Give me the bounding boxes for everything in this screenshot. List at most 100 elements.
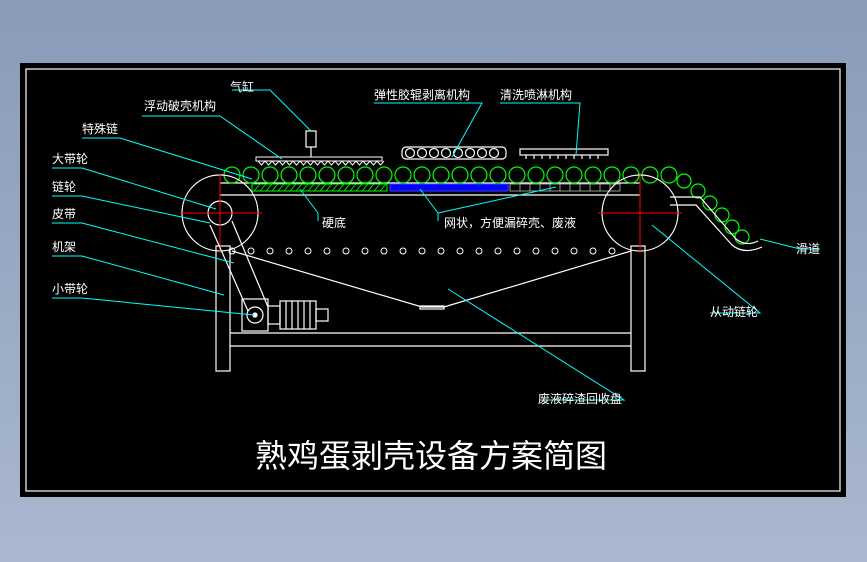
leader-hard-bottom [299, 188, 319, 221]
breaker-tooth [299, 160, 308, 166]
waste-tray [231, 250, 632, 310]
sheet-border [25, 68, 841, 492]
mesh-section [389, 183, 509, 192]
breaker-tooth [376, 160, 385, 166]
hard-bottom-hatch [253, 183, 387, 192]
leader-small-pulley [52, 297, 255, 316]
egg [413, 166, 431, 184]
chain-link [589, 247, 597, 255]
leader-driven-sprocket [651, 224, 762, 314]
egg [299, 166, 317, 184]
leader-chute [759, 238, 820, 250]
elastic-roller-mechanism [401, 146, 507, 160]
egg [356, 166, 374, 184]
large-pulley-sprocket [180, 173, 262, 253]
label-special-chain: 特殊链 [82, 121, 118, 136]
labels: 气缸 浮动破壳机构 特殊链 大带轮 链轮 皮带 机架 小带轮 弹性胶辊剥离机构 … [52, 79, 820, 475]
label-belt: 皮带 [52, 207, 76, 221]
leader-large-pulley [52, 167, 217, 210]
egg [318, 166, 336, 184]
breaker-tooth [334, 160, 343, 166]
egg [702, 195, 718, 211]
chain-link [323, 247, 331, 255]
leader-sprocket [52, 195, 211, 224]
chain-link [437, 247, 445, 255]
chain-link [456, 247, 464, 255]
chain-link [304, 247, 312, 255]
label-spray-cleaning: 清洗喷淋机构 [500, 87, 572, 102]
breaker-tooth [362, 160, 371, 166]
egg [527, 166, 545, 184]
breaker-tooth [320, 160, 329, 166]
label-driven-sprocket: 从动链轮 [710, 304, 758, 319]
conveyor-bed [251, 183, 621, 192]
egg [451, 166, 469, 184]
egg [546, 166, 564, 184]
breaker-tooth [257, 160, 266, 166]
chain-return-links [228, 247, 616, 255]
chain-link [380, 247, 388, 255]
breaker-tooth [292, 160, 301, 166]
chain-link [418, 247, 426, 255]
label-waste-tray: 废液碎渣回收盘 [538, 391, 622, 406]
chain-link [570, 247, 578, 255]
chain-link [494, 247, 502, 255]
egg [242, 166, 260, 184]
chain-link [475, 247, 483, 255]
chain-link [247, 247, 255, 255]
breaker-tooth [285, 160, 294, 166]
roller [464, 147, 476, 159]
leader-mesh-b [437, 186, 557, 214]
belt-line-right [231, 220, 269, 308]
chain-link [285, 247, 293, 255]
chain-link [361, 247, 369, 255]
chain-link [399, 247, 407, 255]
egg-row [223, 166, 750, 245]
leader-frame [52, 255, 225, 296]
label-large-pulley: 大带轮 [52, 152, 88, 166]
leader-cylinder [232, 89, 312, 132]
egg [432, 166, 450, 184]
label-mesh: 网状，方便漏碎壳、废液 [444, 215, 576, 230]
small-pulley [246, 306, 264, 324]
chain-link [513, 247, 521, 255]
chain-link [228, 247, 236, 255]
leader-spray [500, 102, 581, 156]
roller [476, 147, 488, 159]
leader-waste-tray [447, 288, 626, 401]
egg [714, 207, 730, 223]
chain-link [551, 247, 559, 255]
label-hard-bottom: 硬底 [322, 215, 346, 230]
chute [670, 196, 763, 252]
breaker-tooth [278, 160, 287, 166]
breaker-tooth [271, 160, 280, 166]
egg [565, 166, 583, 184]
egg [676, 173, 692, 189]
breaker-tooth [348, 160, 357, 166]
egg [660, 166, 678, 184]
leader-belt [52, 222, 235, 264]
egg [508, 166, 526, 184]
belt-line-left [209, 224, 249, 312]
egg [280, 166, 298, 184]
cylinder [305, 130, 317, 157]
egg [603, 166, 621, 184]
drawing-viewport: 气缸 浮动破壳机构 特殊链 大带轮 链轮 皮带 机架 小带轮 弹性胶辊剥离机构 … [20, 63, 846, 497]
leader-floating-breaker [142, 115, 283, 160]
floating-breaker [255, 156, 385, 166]
breaker-tooth [355, 160, 364, 166]
label-frame: 机架 [52, 240, 76, 254]
egg [690, 183, 706, 199]
egg [394, 166, 412, 184]
roller [440, 147, 452, 159]
roller [452, 147, 464, 159]
label-cylinder: 气缸 [230, 79, 254, 94]
equipment-diagram: 气缸 浮动破壳机构 特殊链 大带轮 链轮 皮带 机架 小带轮 弹性胶辊剥离机构 … [25, 68, 841, 492]
label-elastic-roller: 弹性胶辊剥离机构 [374, 87, 470, 102]
mesh-grid [509, 183, 621, 192]
egg [261, 166, 279, 184]
driven-sprocket-group [598, 173, 682, 253]
breaker-tooth [341, 160, 350, 166]
roller [428, 147, 440, 159]
breaker-tooth [306, 160, 315, 166]
